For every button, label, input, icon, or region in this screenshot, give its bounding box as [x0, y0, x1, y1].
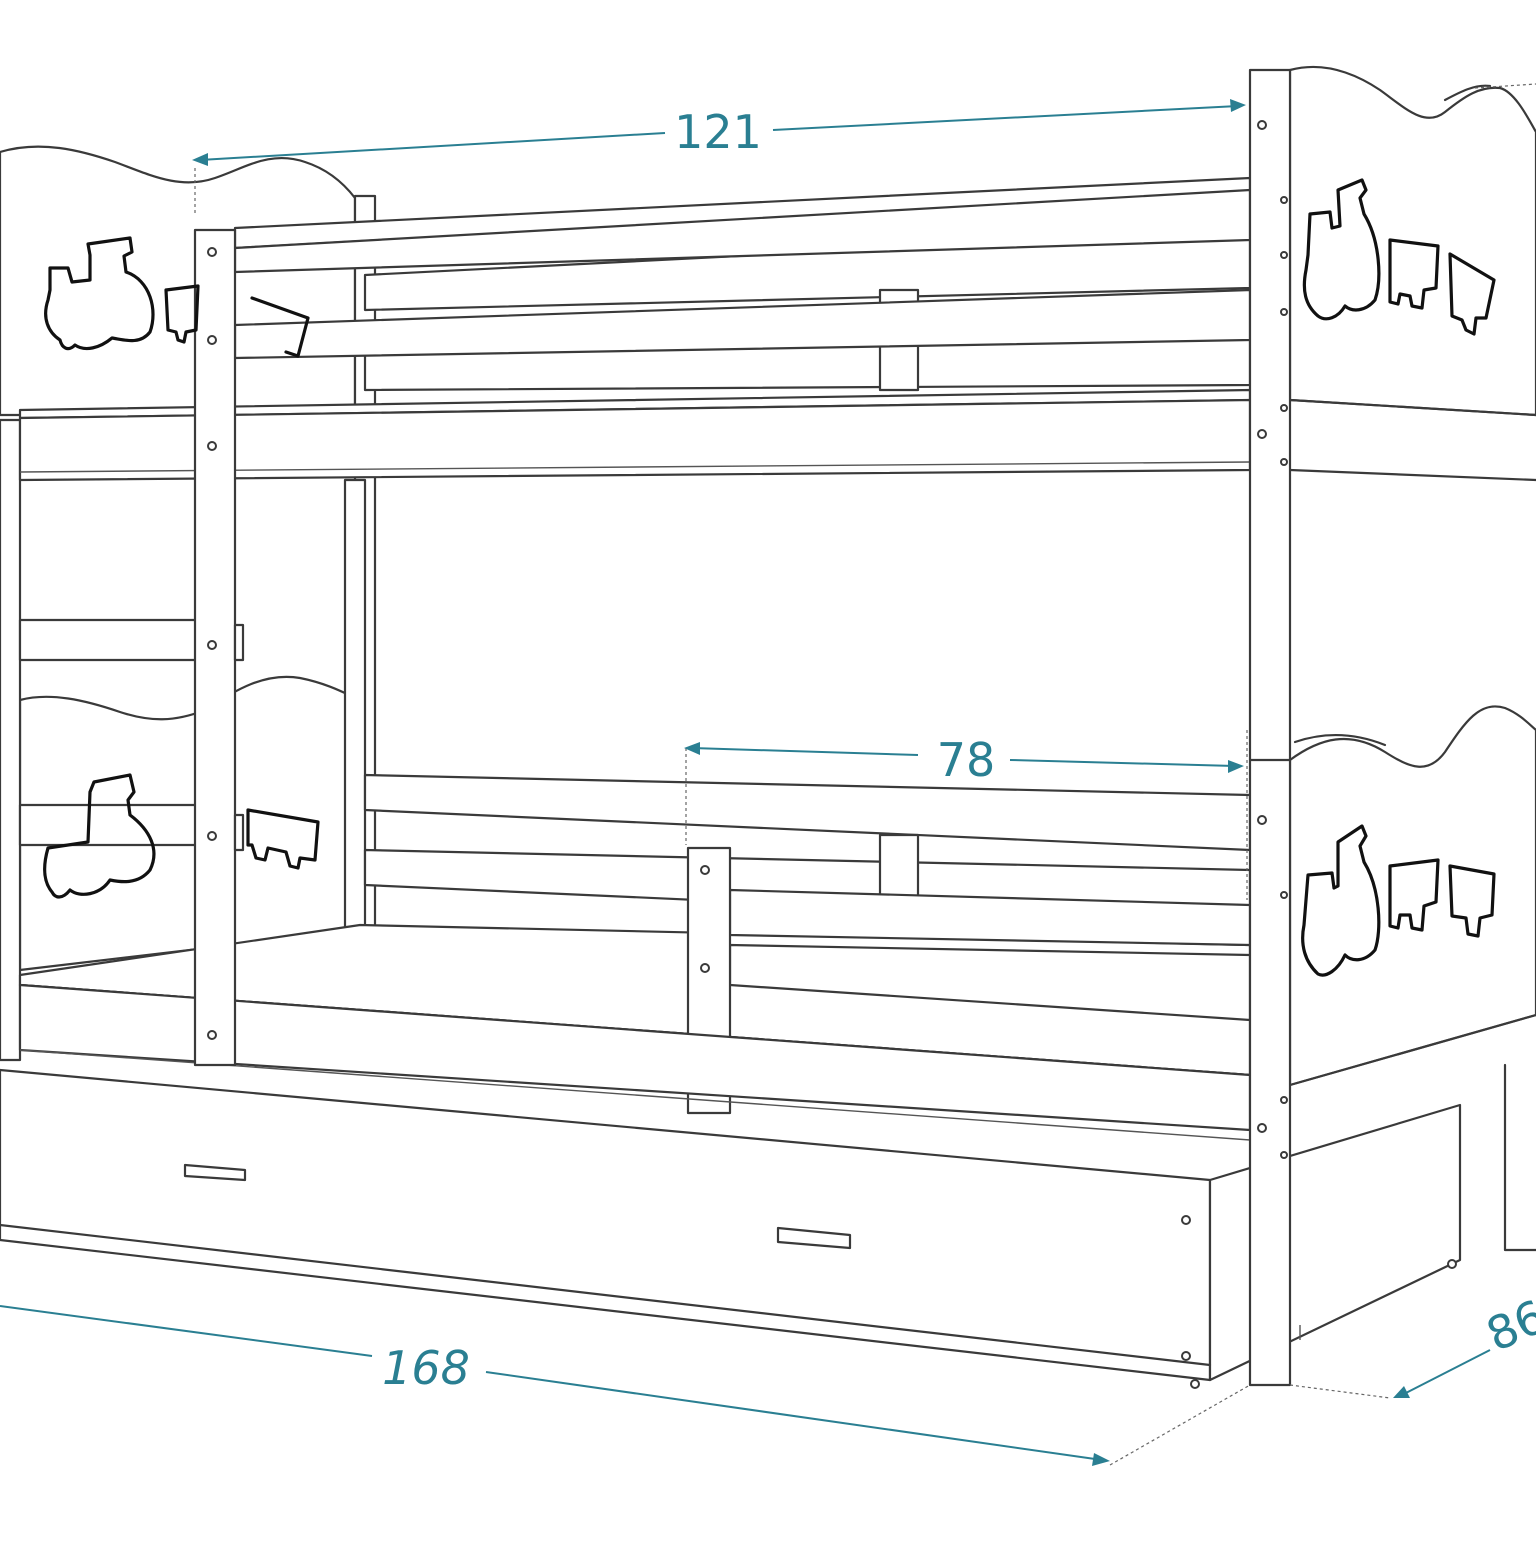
- dimension-label-78: 78: [937, 733, 996, 787]
- front-left-post: [193, 228, 245, 1067]
- extension-lines: [194, 83, 1536, 1466]
- right-upper-headboard: [1288, 65, 1536, 482]
- front-right-post: [1248, 68, 1292, 1387]
- dimension-top-rail: 121: [192, 99, 1246, 166]
- dimension-overall-length: 168: [0, 1305, 1110, 1466]
- dimension-overall-depth: 86: [1393, 1289, 1536, 1398]
- dimension-guard-rail: 78: [684, 733, 1244, 787]
- dimension-label-121: 121: [674, 105, 762, 159]
- train-icon: [43, 178, 1496, 977]
- upper-bed-frame: [18, 388, 1252, 482]
- right-lower-headboard: [1288, 705, 1536, 1252]
- dimension-label-168: 168: [382, 1341, 470, 1395]
- lower-guard-rail: [686, 846, 1252, 1115]
- left-upper-headboard: [0, 145, 357, 417]
